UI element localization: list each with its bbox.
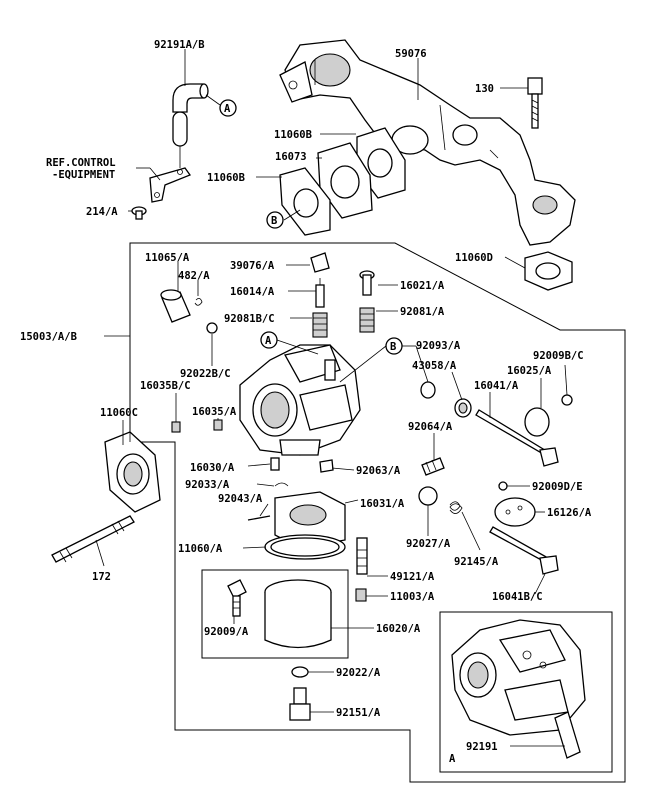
label-16025A: 16025/A [507,365,552,377]
label-16035A: 16035/A [192,406,237,418]
label-92191: 92191 [466,741,498,753]
label-39076A: 39076/A [230,260,275,272]
label-92009DE: 92009D/E [532,481,583,493]
label-92022BC: 92022B/C [180,368,231,380]
label-11060D: 11060D [455,252,493,264]
label-16126A: 16126/A [547,507,592,519]
label-92009A: 92009/A [204,626,249,638]
label-172: 172 [92,571,111,583]
ref-circle-b-left [266,211,284,229]
float-bowl [227,579,332,649]
label-92027A: 92027/A [406,538,451,550]
label-11065A: 11065/A [145,252,190,264]
label-92081BC: 92081B/C [224,313,275,325]
leader-lines [95,49,568,747]
label-11060C: 11060C [100,407,138,419]
label-49121A: 49121/A [390,571,435,583]
label-11060B-lower: 11060B [207,172,245,184]
label-11003A: 11003/A [390,591,435,603]
bolt-130 [527,77,543,129]
label-16014A: 16014/A [230,286,275,298]
label-482A: 482/A [178,270,210,282]
assembly-boundary [129,242,626,783]
gasket-11060d-hole [535,262,561,280]
label-16073: 16073 [275,151,307,163]
ref-letter-b-body: B [390,341,396,353]
gasket-stack [279,127,406,236]
label-130: 130 [475,83,494,95]
float-bowl-box [201,569,349,659]
inset-carburetor [451,619,586,759]
label-92063A: 92063/A [356,465,401,477]
carburetor-body [160,252,573,602]
inset-label-a: A [449,753,456,765]
part-labels: 92191A/B 59076 130 11060B 16073 11060B R… [20,39,592,765]
washer-92022a [291,666,309,678]
label-92151A: 92151/A [336,707,381,719]
label-92093A: 92093/A [416,340,461,352]
label-92009BC: 92009B/C [533,350,584,362]
label-92191AB: 92191A/B [154,39,205,51]
label-92145A: 92145/A [454,556,499,568]
ref-letter-a-body: A [265,335,272,347]
label-43058A: 43058/A [412,360,457,372]
label-16021A: 16021/A [400,280,445,292]
label-16035BC: 16035B/C [140,380,191,392]
gasket-11060c-and-stud [51,431,161,563]
ref-letter-b-left: B [271,215,277,227]
label-214A: 214/A [86,206,118,218]
ref-circle-a-top [219,99,237,117]
label-92064A: 92064/A [408,421,453,433]
label-15003AB: 15003/A/B [20,331,77,343]
label-92033A: 92033/A [185,479,230,491]
intake-manifold [279,39,576,246]
label-16030A: 16030/A [190,462,235,474]
bolt-92151a [289,687,311,721]
label-ref-control: REF.CONTROL [46,157,116,169]
label-16041BC: 16041B/C [492,591,543,603]
pipe-assembly [131,83,209,220]
label-92043A: 92043/A [218,493,263,505]
label-11060A: 11060/A [178,543,223,555]
label-16020A: 16020/A [376,623,421,635]
label-16041A: 16041/A [474,380,519,392]
ref-letter-a-top: A [224,103,231,115]
label-59076: 59076 [395,48,427,60]
inset-box-a [439,611,613,773]
label-92022A: 92022/A [336,667,381,679]
label-11060B-upper: 11060B [274,129,312,141]
label-16031A: 16031/A [360,498,405,510]
label-92081A: 92081/A [400,306,445,318]
label-equipment: -EQUIPMENT [52,169,115,181]
